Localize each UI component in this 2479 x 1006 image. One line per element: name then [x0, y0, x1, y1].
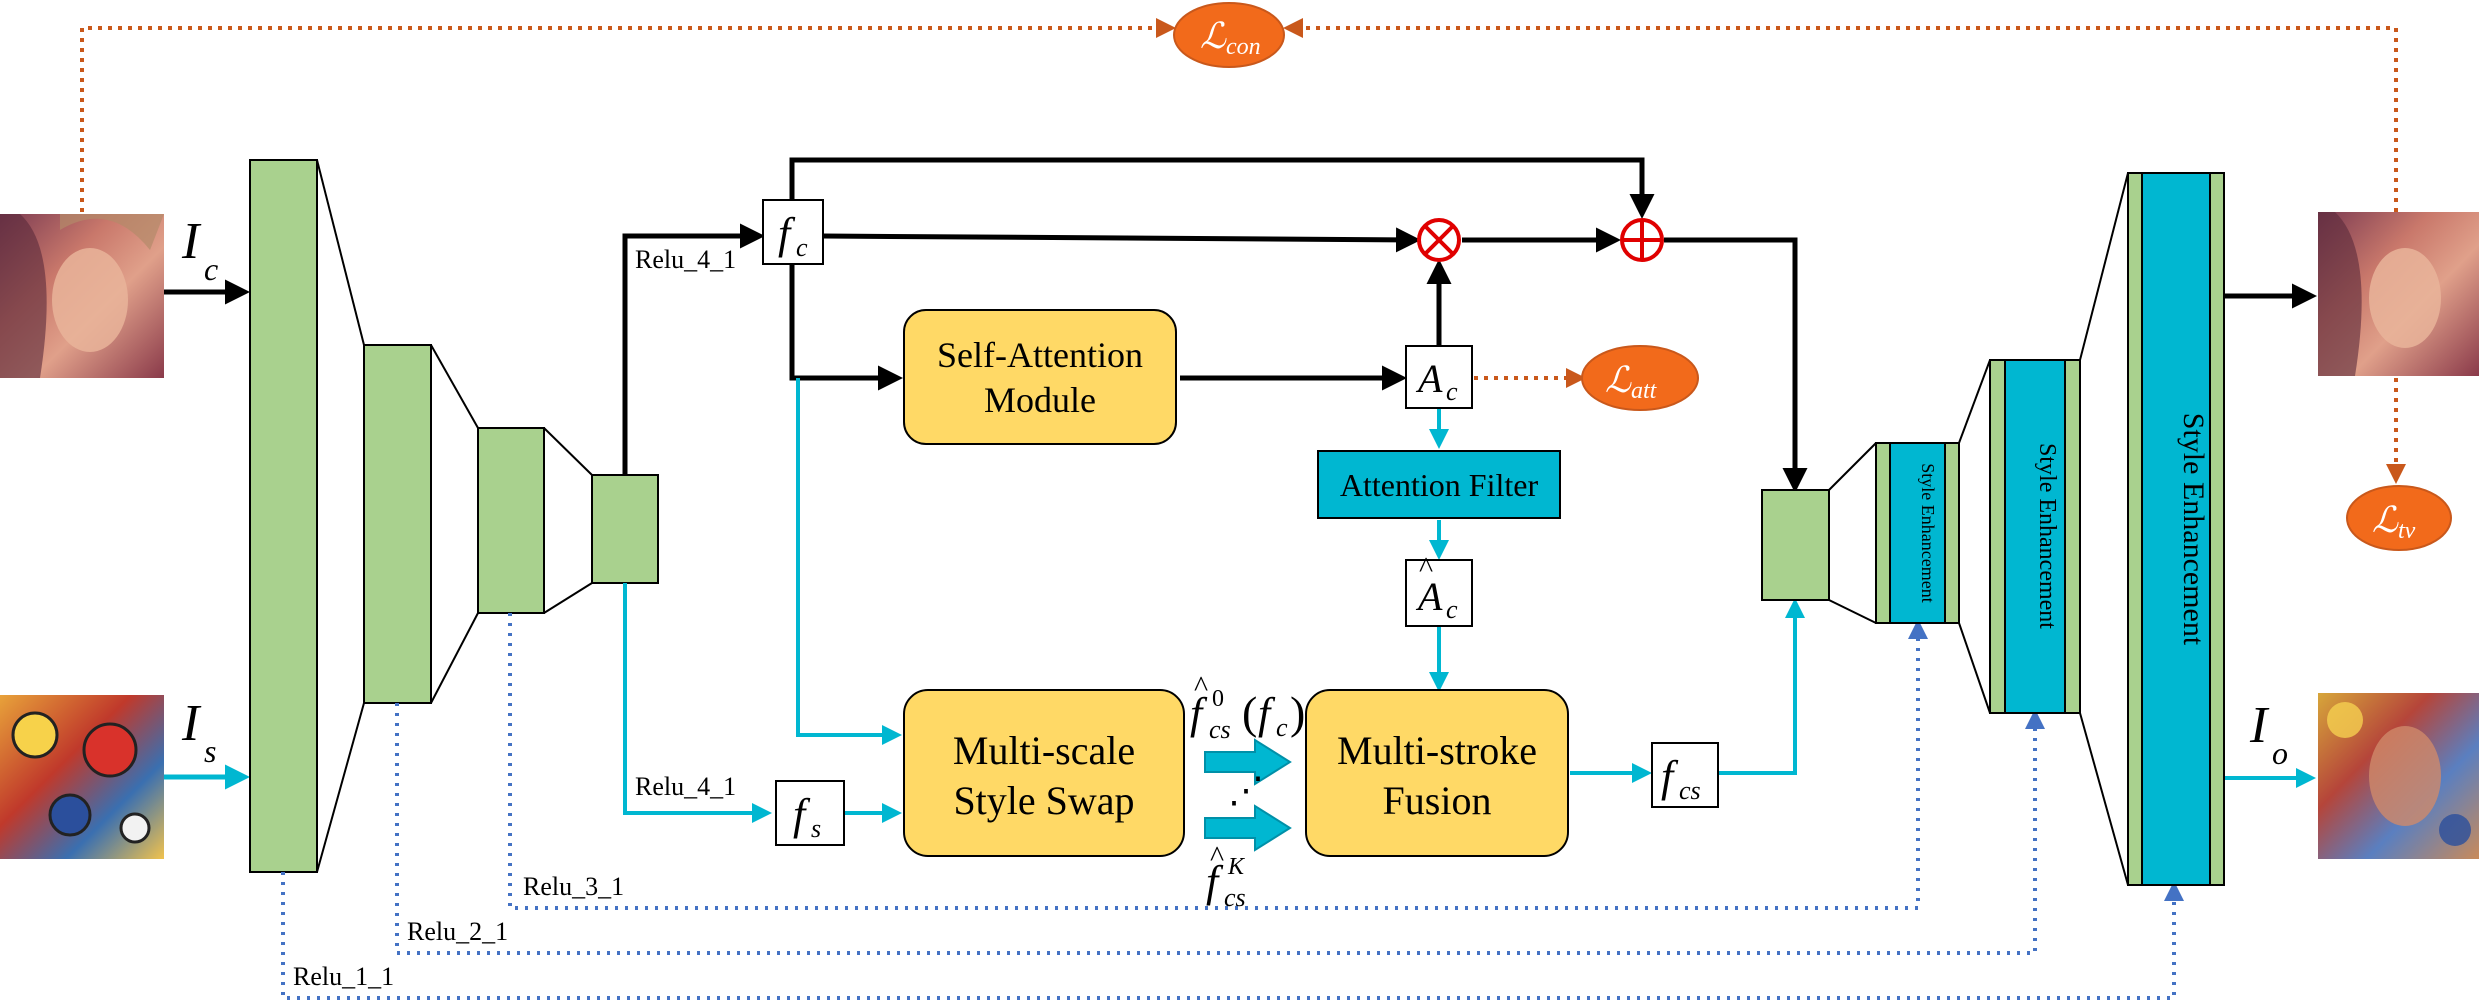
- encoder: [249, 159, 659, 873]
- swap-output-top-label: ^ f 0 cs ( f c ): [1190, 670, 1305, 744]
- loss-att-subscript: att: [1631, 378, 1658, 404]
- svg-text:Multi-scale: Multi-scale: [953, 728, 1135, 773]
- style-paths: [623, 378, 2316, 823]
- loss-tv-subscript: tv: [2398, 518, 2416, 544]
- svg-text:I: I: [2249, 697, 2270, 754]
- loss-att: ℒ att: [1581, 345, 1699, 411]
- svg-text:o: o: [2272, 735, 2288, 771]
- svg-text:A: A: [1415, 574, 1443, 619]
- circle-times-icon: [1417, 218, 1461, 262]
- svg-text:A: A: [1415, 356, 1443, 401]
- multi-scale-style-swap: Multi-scale Style Swap: [903, 689, 1185, 857]
- content-input-label: I c: [181, 213, 218, 287]
- circle-plus-icon: [1620, 218, 1664, 262]
- svg-text:cs: cs: [1679, 776, 1701, 805]
- style-enhancement-medium: Style Enhancement: [1989, 359, 2081, 714]
- loss-tv: ℒ tv: [2346, 485, 2452, 551]
- svg-text:c: c: [796, 233, 808, 262]
- svg-text:f: f: [1258, 689, 1276, 738]
- content-paths: [622, 157, 2317, 493]
- svg-text:I: I: [181, 695, 202, 752]
- multi-stroke-fusion: Multi-stroke Fusion: [1305, 689, 1569, 857]
- style-image: [0, 695, 164, 859]
- feature-fs: f s: [775, 780, 845, 846]
- feature-fcs: f cs: [1651, 742, 1719, 808]
- svg-text:c: c: [1446, 595, 1458, 624]
- svg-text:^: ^: [1210, 840, 1224, 873]
- feature-ac-hat: ^ A c: [1405, 551, 1473, 627]
- swap-output-dots: ⋰: [1228, 770, 1264, 810]
- svg-text:Self-Attention: Self-Attention: [937, 335, 1143, 375]
- swap-output-bottom-label: ^ f K cs: [1206, 840, 1246, 912]
- svg-text:s: s: [811, 814, 821, 843]
- loss-tv-symbol: ℒ: [2372, 500, 2399, 540]
- style-input-label: I s: [181, 695, 216, 769]
- swap-to-fusion-arrows: [1204, 738, 1292, 852]
- svg-text:Module: Module: [984, 380, 1096, 420]
- svg-text:^: ^: [1419, 551, 1433, 584]
- svg-text:): ): [1290, 687, 1305, 738]
- output-label: I o: [2249, 697, 2288, 771]
- encoder-block-1: [249, 159, 318, 873]
- svg-text:0: 0: [1212, 686, 1224, 712]
- decoder: Style Enhancement Style Enhancement Styl…: [1761, 172, 2225, 886]
- svg-text:c: c: [1446, 377, 1458, 406]
- feature-fc: f c: [762, 199, 824, 265]
- relu-4-1-label-bottom: Relu_4_1: [635, 772, 736, 801]
- encoder-block-3: [477, 427, 545, 614]
- stylized-image: [2318, 693, 2479, 859]
- style-enhancement-small: Style Enhancement: [1875, 442, 1960, 624]
- svg-text:^: ^: [1194, 670, 1208, 703]
- loss-con: ℒ con: [1173, 2, 1285, 68]
- content-loss-paths: [80, 18, 2398, 212]
- content-image: [0, 214, 164, 378]
- svg-text:Style Enhancement: Style Enhancement: [1918, 463, 1938, 602]
- svg-text:Fusion: Fusion: [1383, 778, 1492, 823]
- svg-text:Multi-stroke: Multi-stroke: [1337, 728, 1537, 773]
- relu-3-1-label: Relu_3_1: [523, 872, 624, 901]
- svg-text:Style Enhancement: Style Enhancement: [2034, 443, 2060, 629]
- svg-text:Attention Filter: Attention Filter: [1340, 467, 1539, 503]
- loss-con-subscript: con: [1226, 34, 1261, 60]
- loss-con-symbol: ℒ: [1200, 16, 1227, 56]
- decoder-base-block: [1761, 489, 1830, 601]
- svg-text:cs: cs: [1209, 715, 1231, 744]
- svg-text:Style Swap: Style Swap: [953, 778, 1134, 823]
- loss-att-symbol: ℒ: [1605, 360, 1632, 400]
- svg-text:cs: cs: [1224, 883, 1246, 912]
- svg-text:c: c: [204, 251, 218, 287]
- encoder-block-2: [363, 344, 432, 704]
- relu-1-1-label: Relu_1_1: [293, 962, 394, 991]
- style-enhancement-large: Style Enhancement: [2127, 172, 2225, 886]
- svg-text:K: K: [1227, 854, 1246, 880]
- relu-4-1-label-top: Relu_4_1: [635, 245, 736, 274]
- skip-connections: [281, 613, 2184, 1000]
- relu-2-1-label: Relu_2_1: [407, 917, 508, 946]
- svg-text:c: c: [1276, 713, 1288, 742]
- self-attention-module: Self-Attention Module: [903, 309, 1177, 445]
- output-image: [2318, 212, 2479, 376]
- feature-ac: A c: [1405, 345, 1473, 409]
- svg-text:I: I: [181, 213, 202, 270]
- svg-text:s: s: [204, 733, 216, 769]
- svg-text:Style Enhancement: Style Enhancement: [2177, 413, 2210, 646]
- encoder-block-4: [591, 474, 659, 584]
- attention-filter: Attention Filter: [1317, 450, 1561, 519]
- svg-text:(: (: [1242, 687, 1257, 738]
